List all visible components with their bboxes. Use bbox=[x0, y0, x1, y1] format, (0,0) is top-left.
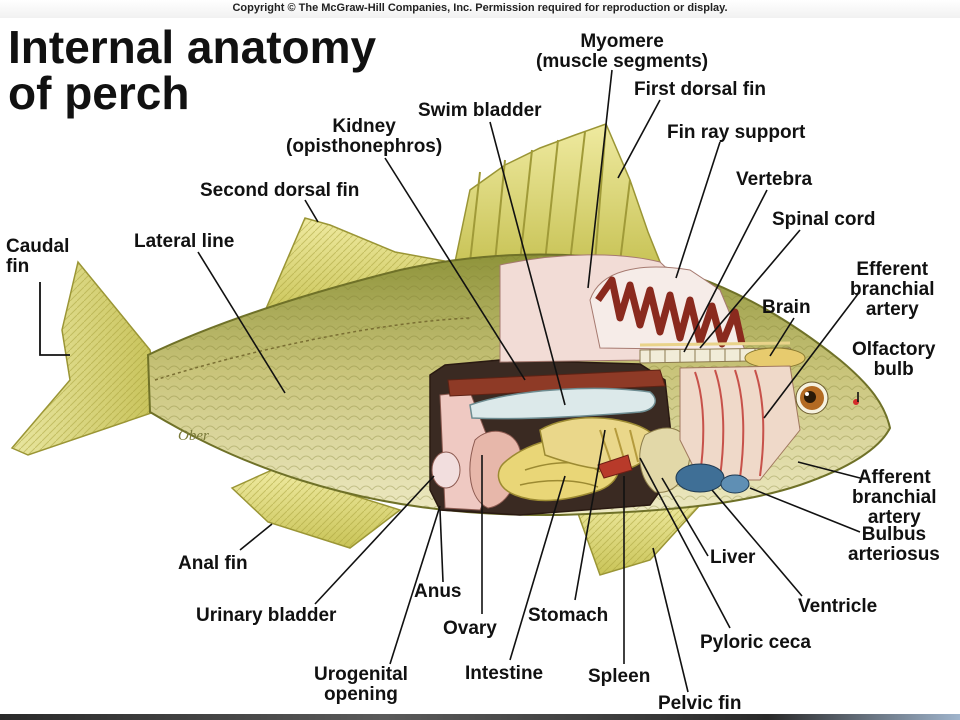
label-urinary-bladder: Urinary bladder bbox=[196, 605, 337, 626]
leader-lines bbox=[197, 69, 861, 693]
label-olfactory-line-2: bulb bbox=[873, 359, 914, 380]
label-swim-bladder: Swim bladder bbox=[418, 100, 542, 121]
myomere-segments bbox=[589, 266, 746, 351]
label-afferent-line-1: Afferent bbox=[857, 467, 931, 488]
label-bulbus-line-1: Bulbus bbox=[861, 524, 927, 545]
anal-fin-shape bbox=[230, 469, 402, 549]
label-caudal-fin-line-1: Caudal bbox=[6, 236, 70, 257]
label-anal-fin: Anal fin bbox=[178, 553, 248, 574]
label-urogenital-line-2: opening bbox=[324, 684, 398, 705]
label-efferent-line-3: artery bbox=[865, 299, 919, 320]
swim-bladder-shape bbox=[469, 387, 656, 420]
label-lateral-line: Lateral line bbox=[134, 231, 235, 252]
label-vertebra: Vertebra bbox=[736, 169, 813, 190]
label-pyloric-ceca: Pyloric ceca bbox=[700, 632, 811, 653]
bottom-frame-strip bbox=[0, 714, 960, 720]
label-caudal-fin-line-2: fin bbox=[6, 256, 30, 277]
diagram-title: Internal anatomy of perch bbox=[8, 24, 376, 116]
label-afferent-line-3: artery bbox=[867, 507, 921, 528]
label-olfactory-bulb: Olfactory bulb bbox=[852, 340, 935, 380]
label-afferent-line-2: branchial bbox=[852, 487, 937, 508]
label-bulbus-line-2: arteriosus bbox=[848, 544, 940, 565]
label-spleen: Spleen bbox=[588, 666, 651, 687]
artist-signature: Ober bbox=[178, 428, 209, 444]
label-efferent-line-2: branchial bbox=[850, 279, 935, 300]
label-anus: Anus bbox=[414, 581, 462, 602]
label-myomere: Myomere (muscle segments) bbox=[536, 32, 708, 72]
brain-shape bbox=[744, 347, 806, 369]
label-ventricle: Ventricle bbox=[798, 596, 878, 617]
label-efferent-branchial-artery: Efferent branchial artery bbox=[850, 260, 934, 320]
label-caudal-fin: Caudal fin bbox=[6, 237, 69, 277]
kidney-shape bbox=[447, 369, 666, 397]
copyright-notice: Copyright © The McGraw-Hill Companies, I… bbox=[232, 2, 728, 14]
heart-shape bbox=[675, 463, 750, 494]
title-line-1: Internal anatomy bbox=[8, 21, 377, 73]
label-second-dorsal-fin: Second dorsal fin bbox=[200, 180, 360, 201]
pelvic-fin-shape bbox=[573, 499, 702, 576]
urinary-bladder-shape bbox=[431, 451, 461, 489]
copyright-band bbox=[0, 0, 960, 18]
eye-shape bbox=[795, 381, 829, 415]
caudal-fin-bracket bbox=[39, 282, 70, 356]
label-afferent-branchial-artery: Afferent branchial artery bbox=[852, 468, 936, 528]
label-pelvic-fin: Pelvic fin bbox=[658, 693, 742, 714]
label-intestine: Intestine bbox=[465, 663, 544, 684]
first-dorsal-fin-shape bbox=[454, 123, 662, 263]
label-bulbus-arteriosus: Bulbus arteriosus bbox=[848, 525, 940, 565]
label-olfactory-line-1: Olfactory bbox=[852, 339, 936, 360]
label-liver: Liver bbox=[710, 547, 756, 568]
label-myomere-line-2: (muscle segments) bbox=[536, 51, 709, 72]
title-line-2: of perch bbox=[8, 67, 190, 119]
label-fin-ray-support: Fin ray support bbox=[667, 122, 806, 143]
label-ovary: Ovary bbox=[443, 618, 497, 639]
label-urogenital-line-1: Urogenital bbox=[314, 664, 408, 685]
caudal-fin-shape bbox=[10, 260, 161, 456]
label-urogenital-opening: Urogenital opening bbox=[314, 665, 408, 705]
gill-region bbox=[679, 365, 801, 481]
spleen-shape bbox=[597, 454, 633, 479]
label-kidney-line-1: Kidney bbox=[332, 116, 396, 137]
label-brain: Brain bbox=[762, 297, 811, 318]
label-kidney: Kidney (opisthonephros) bbox=[286, 117, 442, 157]
label-spinal-cord: Spinal cord bbox=[772, 209, 876, 230]
label-first-dorsal-fin: First dorsal fin bbox=[634, 79, 766, 100]
label-efferent-line-1: Efferent bbox=[856, 259, 929, 280]
label-stomach: Stomach bbox=[528, 605, 609, 626]
label-myomere-line-1: Myomere bbox=[580, 31, 664, 52]
label-kidney-line-2: (opisthonephros) bbox=[286, 136, 443, 157]
